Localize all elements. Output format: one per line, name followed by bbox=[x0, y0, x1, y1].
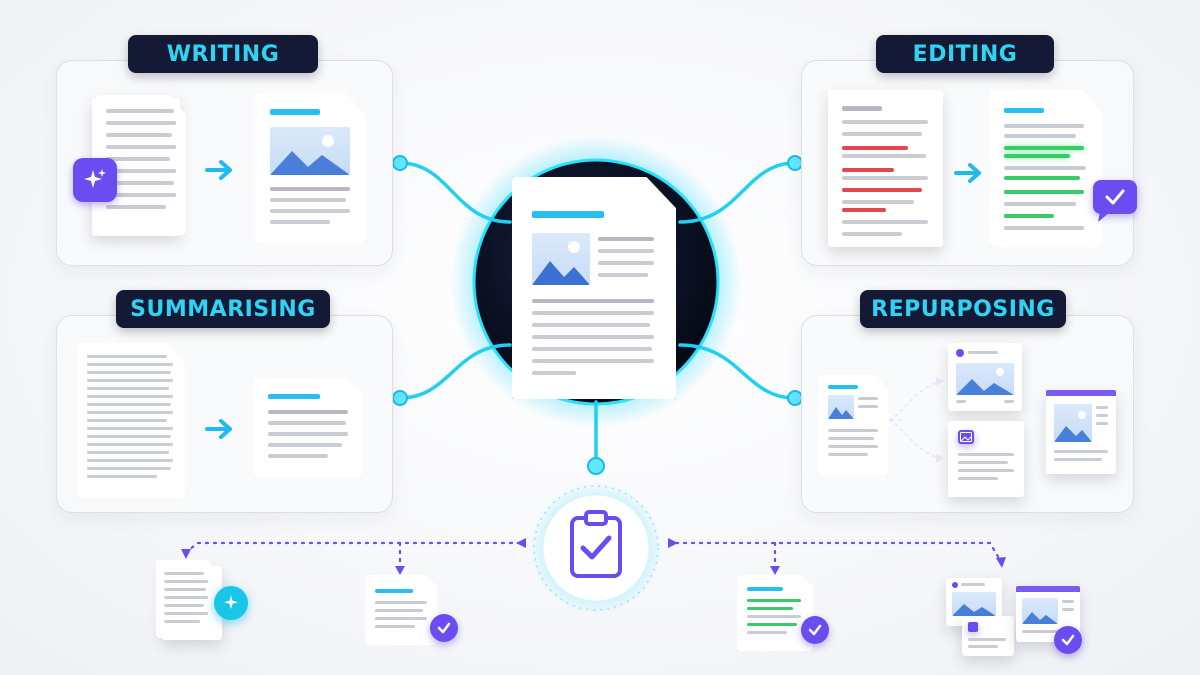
central-document bbox=[512, 177, 676, 399]
output-edited-doc bbox=[737, 575, 813, 651]
arrowhead-drop-right bbox=[770, 566, 780, 575]
chat-check-icon bbox=[1093, 180, 1137, 214]
repurposing-source-doc bbox=[818, 375, 888, 475]
arrow-right-icon bbox=[205, 157, 235, 187]
connector-node-writing bbox=[392, 155, 408, 171]
connector-repurposing bbox=[678, 343, 797, 400]
image-icon bbox=[956, 363, 1014, 395]
sparkle-icon bbox=[214, 586, 248, 620]
arrow-right-icon bbox=[205, 416, 235, 446]
image-icon bbox=[828, 395, 854, 419]
review-circle bbox=[540, 492, 652, 604]
checkmark-icon bbox=[1054, 626, 1082, 654]
editing-output-doc bbox=[990, 90, 1102, 247]
connector-writing bbox=[398, 161, 512, 224]
image-icon bbox=[532, 233, 590, 285]
connector-node-editing bbox=[787, 155, 803, 171]
repurpose-social-post bbox=[948, 343, 1022, 411]
image-icon bbox=[952, 592, 996, 616]
arrowhead-right-center bbox=[668, 538, 678, 548]
image-icon bbox=[270, 127, 350, 175]
dotted-line-left bbox=[184, 541, 522, 554]
connector-summarising bbox=[398, 343, 512, 400]
writing-source-doc bbox=[96, 95, 186, 235]
repurpose-web-page bbox=[1046, 390, 1116, 474]
editing-tag: EDITING bbox=[876, 35, 1054, 73]
connector-node-repurposing bbox=[787, 390, 803, 406]
arrowhead-far-right bbox=[996, 557, 1006, 568]
dotted-line-right bbox=[674, 541, 1002, 562]
connector-node-summarising bbox=[392, 390, 408, 406]
image-icon bbox=[958, 430, 974, 444]
sparkle-icon bbox=[73, 158, 117, 202]
repurposing-tag: REPURPOSING bbox=[860, 290, 1066, 328]
writing-tag: WRITING bbox=[128, 35, 318, 73]
arrowhead-drop-left bbox=[395, 566, 405, 575]
summarising-tag: SUMMARISING bbox=[116, 290, 330, 328]
repurpose-text-card bbox=[948, 421, 1024, 497]
output-summary-doc bbox=[365, 575, 437, 645]
summarising-source-doc bbox=[77, 343, 185, 498]
connector-node-bottom bbox=[587, 457, 605, 475]
clipboard-check-icon bbox=[566, 510, 626, 580]
checkmark-icon bbox=[430, 614, 458, 642]
arrowhead-left-center bbox=[516, 538, 526, 548]
summarising-output-doc bbox=[254, 378, 362, 478]
connector-editing bbox=[678, 161, 797, 224]
arrow-right-icon bbox=[954, 160, 984, 190]
image-icon bbox=[1054, 404, 1092, 442]
output-repurpose-card bbox=[962, 616, 1014, 656]
image-icon bbox=[1022, 598, 1058, 624]
checkmark-icon bbox=[801, 616, 829, 644]
editing-source-doc bbox=[828, 90, 943, 247]
output-writing-doc bbox=[156, 560, 218, 638]
writing-output-doc bbox=[255, 93, 365, 243]
arrowhead-far-left bbox=[181, 549, 191, 559]
